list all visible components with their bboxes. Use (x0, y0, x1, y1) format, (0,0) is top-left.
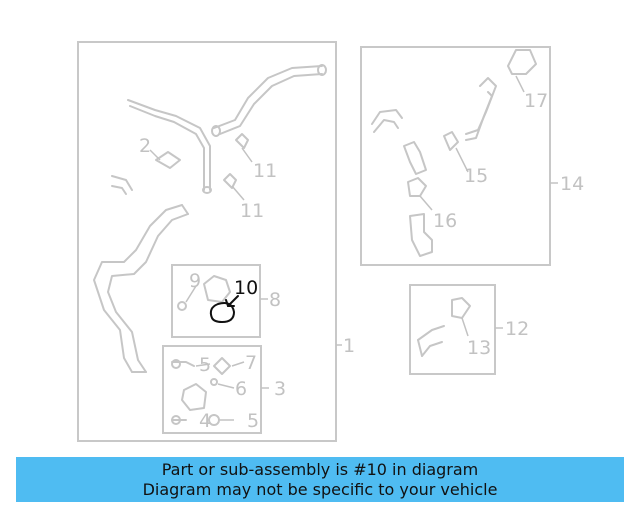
callout-1: 1 (343, 335, 355, 357)
group-box-8 (171, 264, 261, 338)
group-box-14 (360, 46, 551, 266)
callout-14: 14 (560, 173, 584, 195)
callout-6: 6 (235, 378, 247, 400)
callout-11a: 11 (253, 160, 277, 182)
callout-4: 4 (199, 410, 211, 432)
callout-15: 15 (464, 165, 488, 187)
callout-17: 17 (524, 90, 548, 112)
parts-diagram: 1 2 3 4 5 5 6 7 8 9 10 11 11 12 13 14 15… (77, 41, 584, 442)
callout-16: 16 (433, 210, 457, 232)
callout-13: 13 (467, 337, 491, 359)
callout-7: 7 (245, 352, 257, 374)
group-box-3 (162, 345, 262, 434)
callout-5b: 5 (247, 410, 259, 432)
part-10-highlight (209, 295, 239, 324)
banner-line-2: Diagram may not be specific to your vehi… (142, 480, 498, 499)
callout-12: 12 (505, 318, 529, 340)
callout-8: 8 (269, 289, 281, 311)
callout-9: 9 (189, 270, 201, 292)
group-box-12 (409, 284, 496, 375)
group-box-1 (77, 41, 337, 442)
banner-line-1: Part or sub-assembly is #10 in diagram (161, 460, 479, 479)
callout-5a: 5 (199, 354, 211, 376)
info-banner: Part or sub-assembly is #10 in diagram D… (16, 457, 624, 502)
callout-2: 2 (139, 135, 151, 157)
callout-11b: 11 (240, 200, 264, 222)
callout-3: 3 (274, 378, 286, 400)
part-hoses (93, 49, 537, 426)
callout-10: 10 (234, 277, 258, 299)
